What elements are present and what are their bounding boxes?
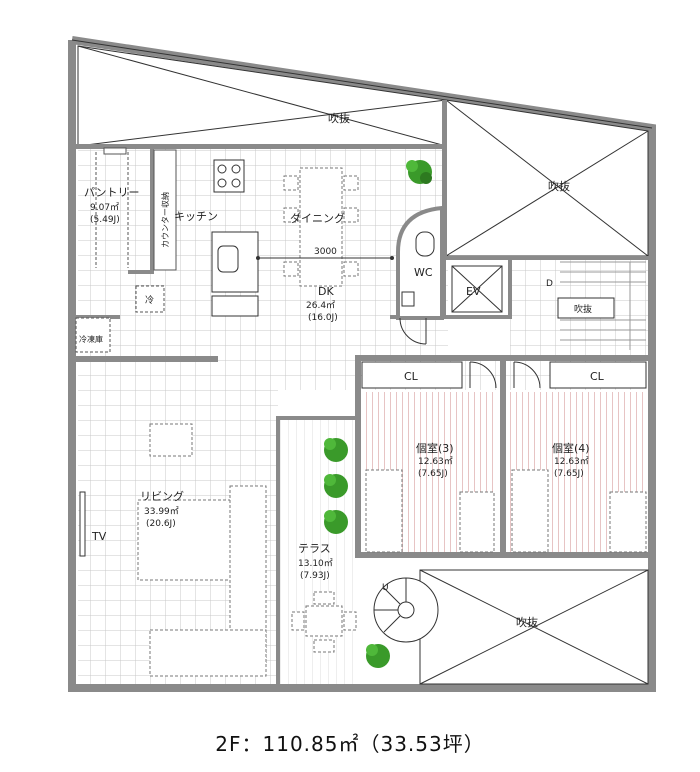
room4-label: 個室(4)	[552, 441, 590, 455]
void-right-label: 吹抜	[548, 179, 570, 193]
living-label: リビング	[140, 489, 184, 503]
pantry-tsubo: (5.49J)	[90, 215, 120, 225]
stair-up-label: U	[382, 583, 389, 593]
interior-walls	[72, 100, 652, 688]
dining-label: ダイニング	[290, 211, 345, 225]
void-bottom-label: 吹抜	[516, 615, 538, 629]
plant-dk	[406, 160, 432, 184]
stove	[213, 159, 245, 193]
floor-plan: パントリー 9.07㎡ (5.49J) 冷 冷凍庫 カウンター収納 キッチン ダ…	[68, 36, 656, 692]
kitchen-label: キッチン	[174, 210, 218, 223]
living-furniture	[137, 423, 267, 677]
living-area: 33.99㎡	[144, 506, 179, 517]
pantry-label: パントリー	[84, 186, 140, 199]
stair-void-box	[557, 297, 615, 319]
room3-tsubo: (7.65J)	[418, 469, 448, 479]
void-top-label: 吹抜	[328, 111, 350, 125]
elevator	[451, 265, 503, 313]
fridge-box	[135, 285, 165, 313]
void-bottom	[419, 569, 649, 685]
cl1-label: CL	[404, 370, 419, 383]
void-top	[77, 45, 447, 147]
terrace-area: 13.10㎡	[298, 558, 333, 569]
fridge-label: 冷	[145, 294, 154, 306]
floor-area-title: 2F：110.85㎡（33.53坪）	[215, 732, 485, 756]
wc-sink	[401, 291, 415, 307]
stairs-right	[560, 261, 646, 350]
freezer-label: 冷凍庫	[79, 334, 103, 344]
room4-tsubo: (7.65J)	[554, 469, 584, 479]
d-mark: D	[546, 279, 553, 289]
spiral-stair	[373, 577, 439, 643]
cl2-label: CL	[590, 370, 605, 383]
terrace-table	[291, 591, 357, 653]
room4-area: 12.63㎡	[554, 456, 589, 467]
dk-label: DK	[318, 285, 334, 298]
pantry	[95, 147, 129, 268]
room3-area: 12.63㎡	[418, 456, 453, 467]
pantry-area: 9.07㎡	[90, 202, 119, 213]
terrace-tsubo: (7.93J)	[300, 571, 330, 581]
beds	[365, 469, 647, 553]
kitchen-island	[211, 231, 259, 317]
stair-void-label: 吹抜	[574, 303, 592, 315]
tv-label: TV	[91, 530, 107, 543]
doors	[399, 317, 541, 389]
dimension-label: 3000	[314, 247, 337, 257]
counter-storage-label: カウンター収納	[160, 192, 170, 248]
dining-set	[283, 167, 359, 287]
living-tsubo: (20.6J)	[146, 519, 176, 529]
freezer-box	[75, 317, 111, 353]
closets	[361, 361, 647, 389]
wc-label: WC	[414, 266, 433, 279]
terrace-plants	[324, 438, 390, 668]
toilet	[415, 231, 435, 257]
dk-tsubo: (16.0J)	[308, 313, 338, 323]
counter-storage-box	[153, 149, 177, 271]
dk-floor	[78, 148, 448, 358]
ev-label: EV	[466, 285, 481, 298]
tv-panel	[79, 491, 86, 557]
terrace-label: テラス	[298, 542, 331, 555]
dk-area: 26.4㎡	[306, 300, 335, 311]
room3-label: 個室(3)	[416, 441, 454, 455]
